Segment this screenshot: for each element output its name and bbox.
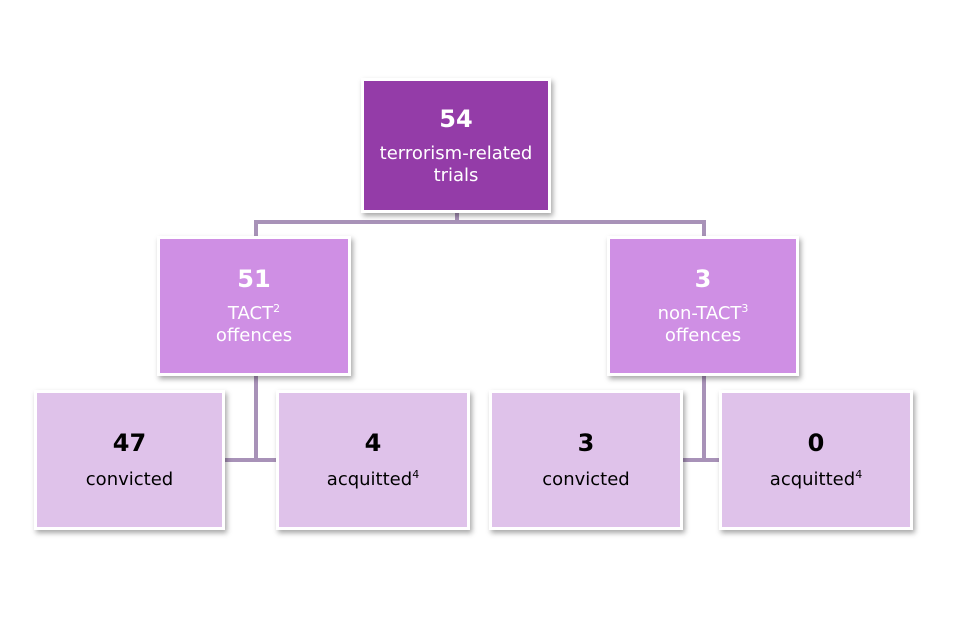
tact-acquitted-label: acquitted4 (327, 469, 419, 491)
leaf-node-tact-convicted: 47 convicted (34, 390, 225, 530)
branch-node-tact: 51 TACT2 offences (157, 236, 351, 376)
non-tact-convicted-value: 3 (577, 429, 595, 457)
tact-footnote-marker: 2 (273, 302, 281, 315)
non-tact-value: 3 (694, 265, 712, 293)
tact-value: 51 (237, 265, 271, 293)
non-tact-convicted-text: convicted (542, 469, 630, 490)
root-label-line1: terrorism-related (379, 142, 533, 164)
branch-connector-left-drop (254, 220, 258, 238)
root-connector-vertical (455, 210, 459, 222)
tact-acquitted-value: 4 (364, 429, 382, 457)
leaf-node-non-tact-acquitted: 0 acquitted4 (719, 390, 913, 530)
nontact-outcome-connector-vertical (702, 376, 706, 462)
tact-convicted-text: convicted (85, 469, 174, 490)
tact-outcome-connector-horizontal (222, 458, 280, 462)
leaf-node-tact-acquitted: 4 acquitted4 (276, 390, 470, 530)
tact-convicted-value: 47 (112, 429, 147, 457)
root-label-line2: trials (433, 164, 479, 186)
non-tact-acquitted-value: 0 (807, 429, 825, 457)
root-node-trials: 54 terrorism-related trials (361, 78, 551, 213)
tact-acquitted-footnote: 4 (412, 468, 420, 481)
non-tact-convicted-label: convicted (542, 469, 629, 491)
non-tact-acquitted-text: acquitted (769, 469, 856, 490)
tact-convicted-label: convicted (86, 469, 173, 491)
non-tact-acquitted-footnote: 4 (855, 468, 863, 481)
tact-label-name: TACT (227, 303, 274, 324)
non-tact-label: non-TACT3 offences (658, 303, 749, 347)
nontact-outcome-connector-horizontal (683, 458, 723, 462)
tact-label: TACT2 offences (216, 303, 292, 347)
non-tact-label-line2: offences (664, 325, 742, 346)
non-tact-footnote-marker: 3 (741, 302, 749, 315)
tact-label-line2: offences (215, 325, 293, 346)
non-tact-acquitted-label: acquitted4 (770, 469, 862, 491)
branch-connector-right-drop (702, 220, 706, 238)
root-value: 54 (439, 104, 473, 133)
root-label: terrorism-related trials (380, 143, 533, 187)
branch-node-non-tact: 3 non-TACT3 offences (607, 236, 799, 376)
non-tact-label-name: non-TACT (657, 303, 742, 324)
tact-outcome-connector-vertical (254, 376, 258, 462)
branch-connector-horizontal (254, 220, 706, 224)
leaf-node-non-tact-convicted: 3 convicted (489, 390, 683, 530)
tact-acquitted-text: acquitted (326, 469, 413, 490)
